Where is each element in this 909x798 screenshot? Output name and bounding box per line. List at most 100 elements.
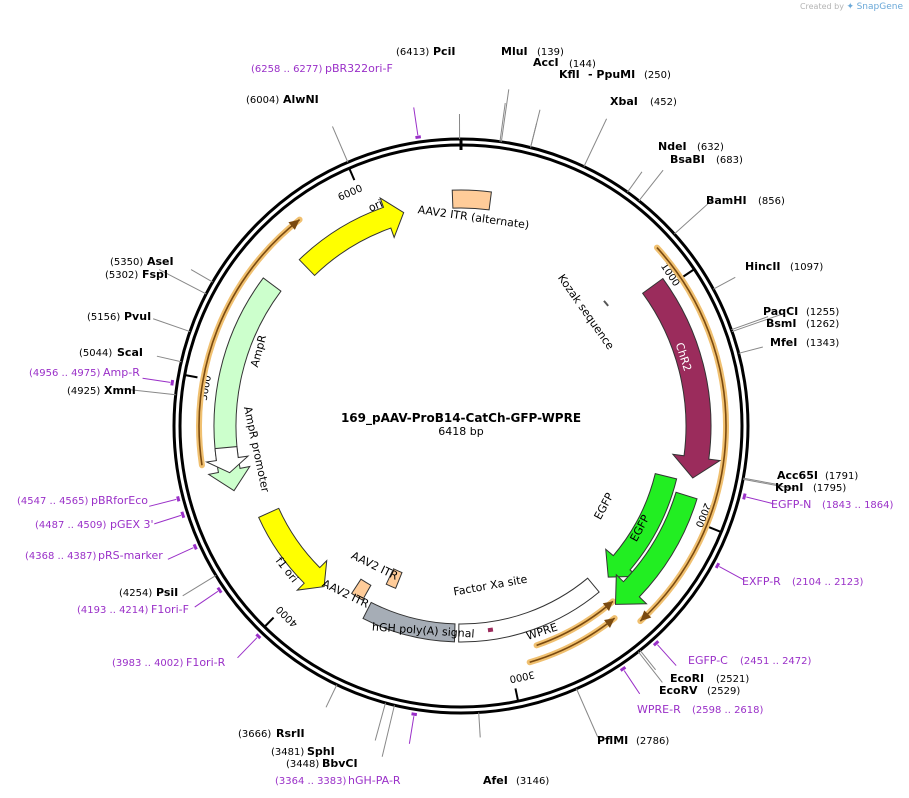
primer-range: (4193 .. 4214) <box>77 605 149 616</box>
enzyme-label-xmni[interactable]: (4925)XmnI <box>67 384 136 397</box>
enzyme-label-ecorv[interactable]: EcoRV(2529) <box>659 684 740 697</box>
primer-label-egfp-n[interactable]: EGFP-N(1843 .. 1864) <box>771 498 894 511</box>
feature-ampr[interactable] <box>207 277 282 492</box>
enzyme-label-ecori[interactable]: EcoRI (2521) <box>670 672 749 685</box>
enzyme-label-kpni[interactable]: KpnI(1795) <box>775 481 846 494</box>
enzyme-label-mlui[interactable]: MluI(139) <box>501 45 564 58</box>
feature-ampr-promoter[interactable] <box>204 446 250 474</box>
feature-egfp-1[interactable] <box>605 473 678 578</box>
enzyme-label-scai[interactable]: (5044)ScaI <box>79 346 143 359</box>
enzyme-name: FspI <box>142 268 168 281</box>
enzyme-label-paqci[interactable]: PaqCI (1255) <box>763 305 839 318</box>
enzyme-label-pcii[interactable]: (6413)PciI <box>396 45 455 58</box>
enzyme-label-hincii[interactable]: HincII(1097) <box>745 260 823 273</box>
scale-tick-label: 3000 <box>508 668 535 684</box>
feature-f1-ori[interactable] <box>258 507 328 591</box>
primer-label-wpre-r[interactable]: WPRE-R(2598 .. 2618) <box>637 703 764 716</box>
primer-leader-line <box>719 566 745 581</box>
feature-egfp-2[interactable] <box>614 491 698 605</box>
enzyme-leader-line <box>731 316 769 331</box>
primer-label-pgex-3[interactable]: (4487 .. 4509)pGEX 3' <box>35 518 154 531</box>
enzyme-pos: (2521) <box>716 674 749 685</box>
enzyme-label-alwni[interactable]: (6004)AlwNI <box>246 93 319 106</box>
enzyme-label-xbai[interactable]: XbaI(452) <box>610 95 677 108</box>
enzyme-label-fspi[interactable]: (5302)FspI <box>105 268 168 281</box>
enzyme-leader-line <box>156 355 182 363</box>
enzyme-label-mfei[interactable]: MfeI(1343) <box>770 336 839 349</box>
enzyme-pos: (5044) <box>79 348 112 359</box>
primer-name: EXFP-R <box>742 575 781 588</box>
enzyme-label-bamhi[interactable]: BamHI(856) <box>706 194 785 207</box>
feature-factor-xa[interactable] <box>487 627 494 633</box>
enzyme-pos: (250) <box>644 70 671 81</box>
feature-aav2-itr-inner[interactable] <box>385 568 403 589</box>
primer-leader-line <box>167 547 194 560</box>
feature-label-factor-xa: Factor Xa site <box>452 573 528 599</box>
primer-label-hgh-pa-r[interactable]: (3364 .. 3383)hGH-PA-R <box>275 774 401 787</box>
feature-aav2-itr-alternate[interactable] <box>451 189 492 211</box>
primer-label-pbrforeco[interactable]: (4547 .. 4565)pBRforEco <box>17 494 148 507</box>
enzyme-leader-line <box>152 318 191 333</box>
primer-mark <box>255 633 262 640</box>
primer-name: EGFP-C <box>688 654 728 667</box>
primer-label-f1ori-r[interactable]: (3983 .. 4002)F1ori-R <box>112 656 226 669</box>
enzyme-pos: (1791) <box>825 471 858 482</box>
feature-aav2-itr-outer[interactable] <box>350 578 372 601</box>
enzyme-name: SphI <box>307 745 335 758</box>
enzyme-name: PvuI <box>124 310 151 323</box>
enzyme-name: BbvCI <box>322 757 358 770</box>
enzyme-pos: (632) <box>697 142 724 153</box>
enzyme-label-pflmi[interactable]: PflMI(2786) <box>597 734 669 747</box>
enzyme-pos: (1262) <box>806 319 839 330</box>
primer-range: (2598 .. 2618) <box>692 705 764 716</box>
enzyme-pos: (1255) <box>806 307 839 318</box>
enzyme-label-ppumi[interactable]: - PpuMI(250) <box>588 68 671 81</box>
enzyme-label-pvui[interactable]: (5156) PvuI <box>87 310 151 323</box>
enzyme-label-psii[interactable]: (4254)PsiI <box>119 586 178 599</box>
feature-chr2[interactable] <box>641 277 722 479</box>
primer-label-egfp-c[interactable]: EGFP-C(2451 .. 2472) <box>688 654 812 667</box>
enzyme-label-kfli[interactable]: KflI <box>559 68 580 81</box>
enzyme-label-acc65i[interactable]: Acc65I(1791) <box>777 469 858 482</box>
primer-label-prs-marker[interactable]: (4368 .. 4387)pRS-marker <box>25 549 163 562</box>
plasmid-size: 6418 bp <box>438 425 483 438</box>
credit-brand: SnapGene <box>856 2 903 12</box>
enzyme-label-acci[interactable]: AccI(144) <box>533 56 596 70</box>
primer-mark <box>180 511 186 519</box>
primer-label-exfp-r[interactable]: EXFP-R(2104 .. 2123) <box>742 575 864 588</box>
enzyme-pos: (3146) <box>516 776 549 787</box>
feature-wpre[interactable] <box>458 577 600 643</box>
enzyme-label-asei[interactable]: (5350)AseI <box>110 255 174 268</box>
feature-arrows <box>204 189 722 643</box>
enzyme-pos: (5156) <box>87 312 120 323</box>
orf-chr2-egfp-head <box>640 610 652 622</box>
primer-range: (4547 .. 4565) <box>17 496 89 507</box>
enzyme-pos: (3666) <box>238 729 271 740</box>
enzyme-label-rsrii[interactable]: (3666)RsrII <box>238 727 305 740</box>
primer-label-f1ori-f[interactable]: (4193 .. 4214)F1ori-F <box>77 603 189 616</box>
enzyme-name: EcoRI <box>670 672 704 685</box>
feature-kozak[interactable] <box>603 300 609 307</box>
primer-range: (3983 .. 4002) <box>112 658 184 669</box>
primer-mark <box>192 543 198 550</box>
enzyme-name: BamHI <box>706 194 747 207</box>
scale-tick <box>184 373 198 379</box>
enzyme-label-bsmi[interactable]: BsmI(1262) <box>766 317 839 330</box>
enzyme-name: PaqCI <box>763 305 798 318</box>
primer-marks <box>142 107 774 744</box>
enzyme-pos: (1795) <box>813 483 846 494</box>
primer-leader-line <box>657 644 677 666</box>
enzyme-label-sphi[interactable]: (3481)SphI <box>271 745 335 758</box>
enzyme-label-afei[interactable]: AfeI(3146) <box>483 774 549 787</box>
primer-name: EGFP-N <box>771 498 811 511</box>
feature-ori[interactable] <box>298 196 405 277</box>
feature-hgh-polya[interactable] <box>362 601 456 643</box>
primer-label-amp-r[interactable]: (4956 .. 4975)Amp-R <box>29 366 140 379</box>
enzyme-label-bsabi[interactable]: BsaBI(683) <box>670 153 743 166</box>
enzyme-label-bbvci[interactable]: (3448)BbvCI <box>286 757 358 770</box>
primer-label-pbr322ori-f[interactable]: (6258 .. 6277)pBR322ori-F <box>251 62 393 75</box>
enzyme-label-ndei[interactable]: NdeI(632) <box>658 140 724 153</box>
enzyme-name: BsaBI <box>670 153 705 166</box>
enzyme-name: PciI <box>433 45 455 58</box>
